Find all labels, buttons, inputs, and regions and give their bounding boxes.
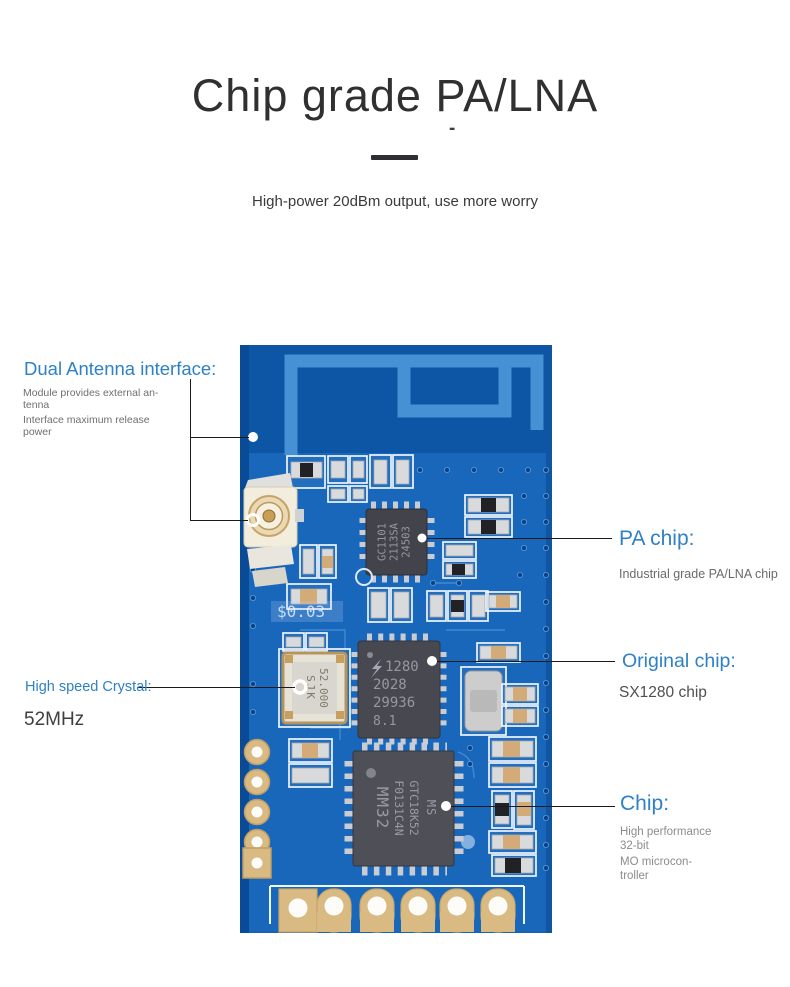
crystal-callout-line	[137, 687, 295, 688]
antenna-callout-title: Dual Antenna interface:	[24, 358, 217, 379]
copper-trace	[300, 629, 346, 650]
antenna-callout-line-vertical	[190, 379, 191, 521]
mcu-anchor-dot	[441, 801, 451, 811]
antenna-desc-line: Interface maximum release	[23, 414, 150, 426]
sx1280-marking-line4: 8.1	[373, 714, 396, 729]
crystal-component: SJK 52.000	[278, 648, 351, 728]
mcu-marking-line4: MS	[424, 800, 438, 816]
mcu-callout-title: Chip:	[620, 792, 670, 815]
antenna-desc-line: power	[23, 426, 52, 438]
original-chip-callout-title: Original chip:	[622, 650, 736, 672]
mcu-callout-description: High performance 32-bit MO microcon- tro…	[620, 826, 711, 883]
title-underline	[371, 155, 418, 160]
sx1280-marking-line3: 29936	[373, 695, 415, 711]
solder-dot	[461, 835, 475, 849]
pa-chip: GC1101 2113SA 24503	[359, 501, 435, 583]
watermark-band	[271, 601, 343, 622]
bottom-silkscreen-outline	[269, 885, 525, 924]
price-watermark: $0.03	[277, 602, 325, 621]
title-dash: -	[449, 118, 456, 139]
sx1280-marking-line2: 2028	[373, 677, 407, 693]
sx1280-anchor-dot	[427, 656, 437, 666]
antenna-trace-anchor-dot	[248, 432, 258, 442]
original-chip-callout-line	[437, 661, 615, 662]
mcu-marking-line3: GTC18K52	[407, 780, 421, 835]
smd-components-bottom-left	[288, 738, 333, 788]
antenna-trace	[284, 354, 544, 455]
page-subtitle: High-power 20dBm output, use more worry	[252, 193, 538, 210]
pa-chip-callout-description: Industrial grade PA/LNA chip	[619, 567, 778, 581]
crystal-callout-title: High speed Crystal:	[25, 679, 152, 695]
semtech-lightning-icon	[371, 659, 382, 678]
antenna-desc-line: tenna	[23, 399, 50, 411]
antenna-callout-line-top	[190, 437, 249, 438]
antenna-desc-line: Module provides external an-	[23, 387, 159, 399]
mcu-desc-line: High performance	[620, 826, 712, 838]
mcu-desc-line: MO microcon-	[620, 856, 693, 868]
left-castellated-pads	[242, 738, 272, 879]
mcu-callout-line	[451, 806, 615, 807]
sx1280-chip: 1280 2028 29936 8.1	[351, 633, 447, 745]
smd-components-left-cluster	[282, 544, 337, 652]
mcu-marking-line1: MM32	[373, 787, 392, 830]
board-left-edge	[240, 345, 249, 933]
mcu-desc-line: 32-bit	[620, 839, 649, 852]
smd-components-right-of-sx	[460, 642, 539, 736]
pcb-board-image: GC1101 2113SA 24503	[240, 345, 552, 933]
pa-chip-marking-line1: GC1101	[377, 523, 389, 561]
original-chip-callout-description: SX1280 chip	[619, 684, 707, 701]
mcu-chip: MM32 F0131C4N GTC18K52 MS	[344, 742, 464, 876]
pa-chip-callout-title: PA chip:	[619, 527, 695, 550]
smd-components-top-row	[286, 454, 414, 503]
crystal-marking-line1: SJK	[304, 675, 317, 701]
pa-chip-marking-line3: 24503	[401, 526, 413, 558]
ipex-antenna-connector	[243, 473, 304, 587]
antenna-callout-line-bottom	[190, 520, 248, 521]
smd-components-mid-row	[355, 568, 521, 623]
mcu-desc-line: troller	[620, 869, 649, 882]
smd-components-right-of-pa	[442, 494, 513, 579]
pa-chip-marking-line2: 2113SA	[389, 522, 401, 561]
pa-chip-anchor-dot	[417, 533, 427, 543]
crystal-marking-line2: 52.000	[317, 668, 330, 708]
bottom-castellated-pads	[278, 888, 516, 933]
sx1280-marking-line1: 1280	[385, 659, 419, 675]
page-title: Chip grade PA/LNA	[191, 70, 599, 121]
board-right-edge	[546, 345, 552, 933]
crystal-callout-value: 52MHz	[24, 709, 85, 730]
via-grid	[249, 466, 550, 872]
pa-chip-callout-line	[427, 538, 612, 539]
antenna-callout-description: Module provides external an- tenna Inter…	[23, 387, 158, 438]
smd-components-right-column	[488, 736, 537, 877]
mcu-marking-line2: F0131C4N	[392, 780, 406, 835]
